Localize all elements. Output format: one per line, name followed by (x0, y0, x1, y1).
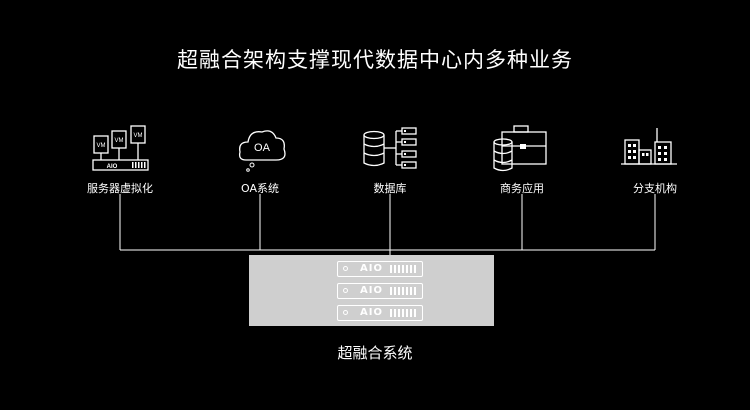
vm-label-2: VM (115, 138, 124, 144)
aio-server-1: AIO (337, 261, 423, 277)
aio-server-label: AIO (360, 307, 383, 318)
oa-cloud-icon: OA (238, 130, 286, 172)
aio-server-label: AIO (360, 285, 383, 296)
node-label: 服务器虚拟化 (87, 182, 153, 195)
node-server-virtualization: VM VM VM AIO 服务器虚拟化 (60, 122, 180, 196)
node-database: 数据库 (330, 122, 450, 196)
node-label: OA系统 (241, 182, 279, 195)
node-branches: 分支机构 (595, 122, 715, 196)
vm-aio-label: AIO (107, 164, 118, 170)
node-business-apps: 商务应用 (462, 122, 582, 196)
briefcase-database-icon (493, 125, 547, 172)
hyperconverged-system-label: 超融合系统 (337, 344, 413, 362)
node-label: 数据库 (373, 182, 407, 195)
vm-server-icon: VM VM VM AIO (92, 125, 149, 171)
node-label: 分支机构 (633, 182, 677, 195)
vm-label-1: VM (97, 143, 106, 149)
vent-bars (390, 287, 418, 295)
status-dot (343, 266, 348, 271)
hyperconverged-system-box: AIO AIO AIO (249, 255, 494, 326)
node-oa-system: OA OA系统 (200, 122, 320, 196)
vm-label-3: VM (134, 133, 143, 139)
aio-server-label: AIO (360, 263, 383, 274)
vent-bars (390, 265, 418, 273)
vent-bars (390, 309, 418, 317)
oa-cloud-text: OA (254, 142, 271, 154)
aio-server-2: AIO (337, 283, 423, 299)
page-title: 超融合架构支撑现代数据中心内多种业务 (177, 48, 573, 72)
buildings-icon (621, 128, 677, 165)
node-label: 商务应用 (500, 182, 544, 195)
status-dot (343, 310, 348, 315)
status-dot (343, 288, 348, 293)
database-icon (363, 127, 417, 169)
aio-server-3: AIO (337, 305, 423, 321)
